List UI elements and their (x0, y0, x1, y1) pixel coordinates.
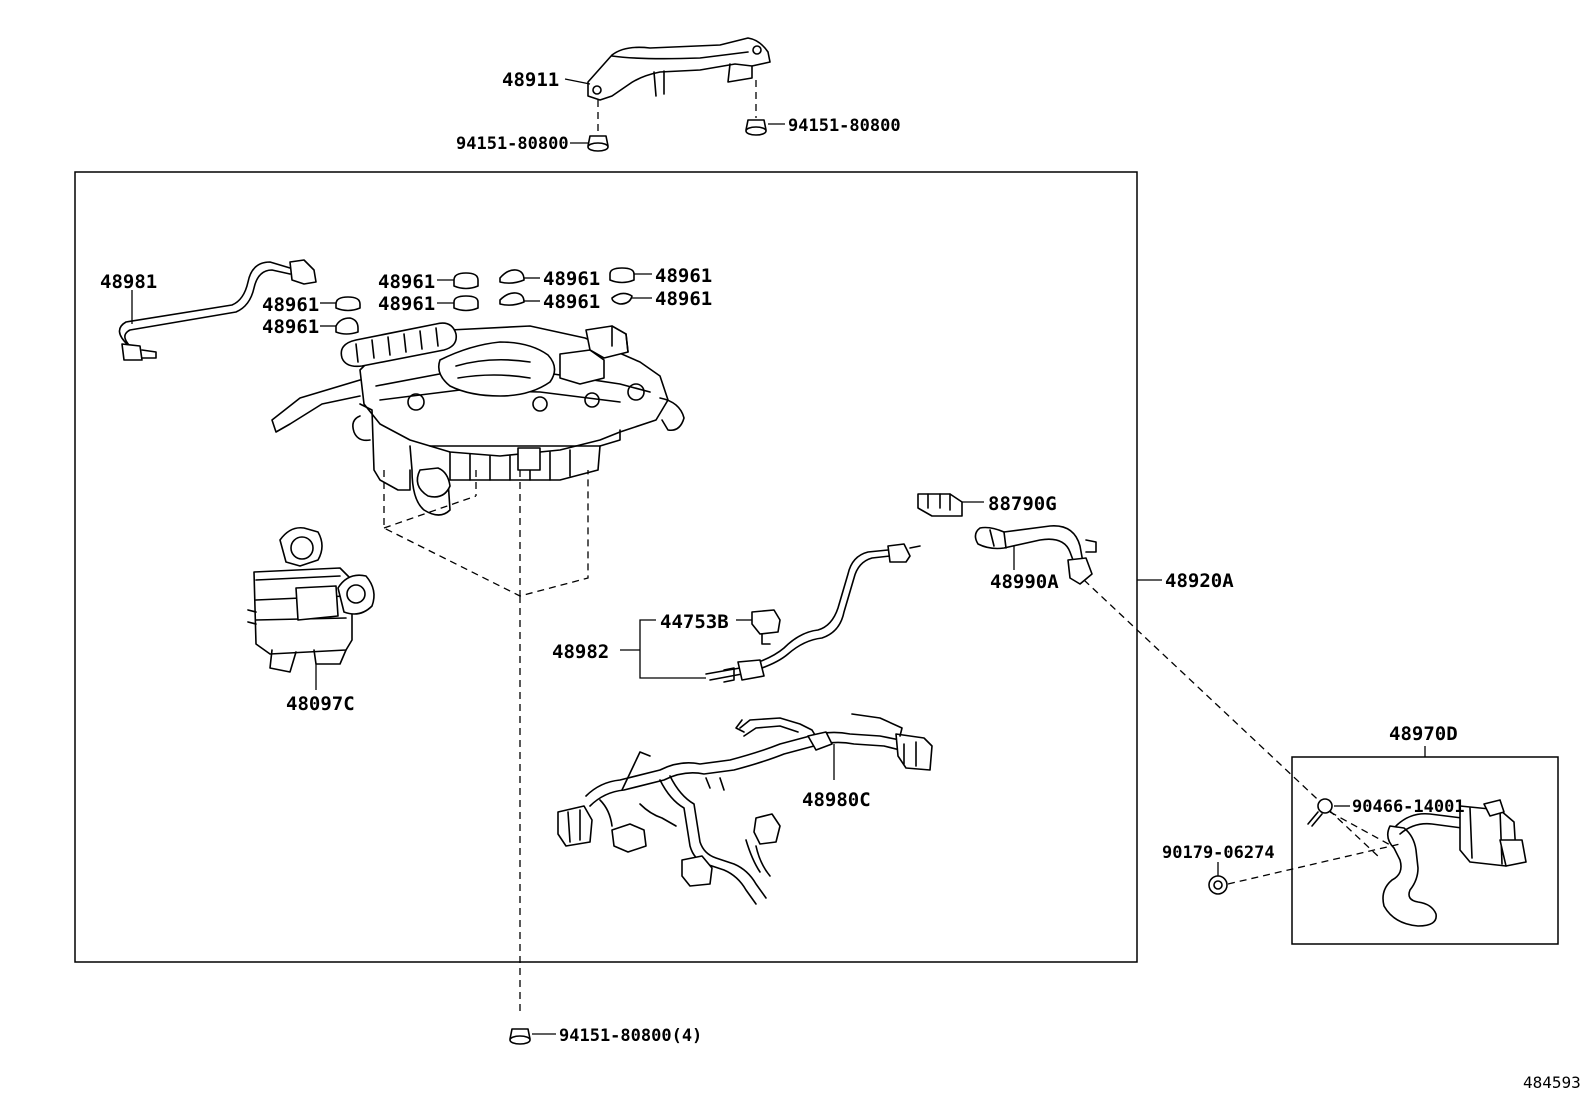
valve-label: 48097C (286, 693, 355, 715)
sub-assembly-label: 48970D (1389, 723, 1458, 745)
hydraulic-unit-part (271, 322, 685, 516)
harness-main-part (557, 713, 933, 905)
sensor-wire-label: 48981 (100, 271, 157, 293)
nut-icon (1208, 875, 1228, 895)
bush-label-7: 48961 (262, 294, 319, 316)
harness-main-label: 48980C (802, 789, 871, 811)
bush-label-2: 48961 (378, 293, 435, 315)
bush-label-3: 48961 (543, 268, 600, 290)
bush-label-4: 48961 (543, 291, 600, 313)
sub-assembly-part (1382, 799, 1527, 927)
harness-small-leader (620, 619, 706, 679)
bolt-right-top-icon (745, 119, 767, 136)
figure-id: 484593 (1523, 1073, 1581, 1092)
connector-g-part (917, 493, 963, 517)
screw-dash (1329, 811, 1393, 847)
clip-part (751, 609, 781, 645)
screw-icon (1307, 798, 1333, 827)
bracket-part (587, 37, 771, 101)
nut-label: 90179-06274 (1162, 843, 1275, 863)
bush-label-8: 48961 (262, 316, 319, 338)
harness-small-part (705, 543, 921, 683)
hose-label: 48990A (990, 571, 1059, 593)
hose-part (974, 525, 1097, 585)
bolt-left-top-label: 94151-80800 (456, 134, 569, 154)
clip-label: 44753B (660, 611, 729, 633)
screw-label: 90466-14001 (1352, 797, 1465, 817)
bush-icons (335, 267, 635, 335)
bolt-right-top-label: 94151-80800 (788, 116, 901, 136)
hose-to-sub-dash (1083, 579, 1381, 859)
bolt-bottom-icon (509, 1028, 531, 1045)
sensor-wire-part (118, 259, 317, 361)
harness-small-label: 48982 (552, 641, 609, 663)
connector-g-label: 88790G (988, 493, 1057, 515)
bolt-left-top-icon (587, 135, 609, 152)
unit-dash-box (383, 470, 589, 597)
bracket-leader (564, 78, 591, 85)
bracket-label: 48911 (502, 69, 559, 91)
bolt-bottom-label: 94151-80800(4) (559, 1026, 702, 1046)
bush-label-6: 48961 (655, 288, 712, 310)
assembly-label: 48920A (1165, 570, 1234, 592)
bush-label-5: 48961 (655, 265, 712, 287)
bush-label-1: 48961 (378, 271, 435, 293)
unit-dash-inner (383, 470, 521, 596)
assembly-frame (74, 171, 1138, 963)
nut-dash (1227, 843, 1401, 885)
valve-part (247, 526, 375, 673)
